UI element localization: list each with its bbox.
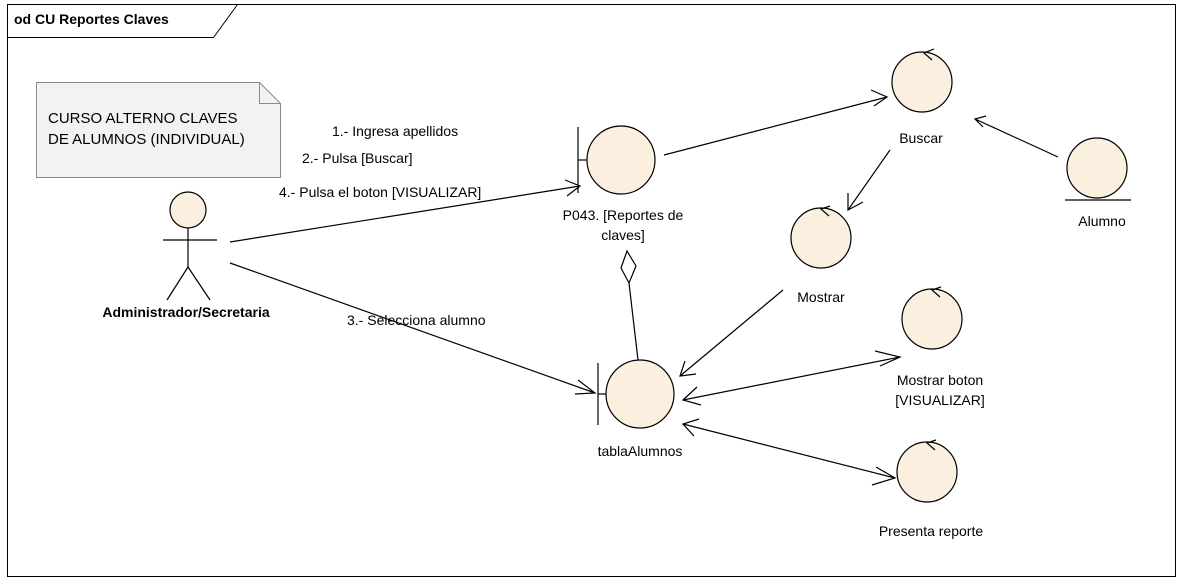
control-mostrar-boton[interactable]: Mostrar boton [VISUALIZAR] (895, 286, 985, 408)
link-aggregation (628, 282, 639, 361)
control-mostrar-boton-label-2: [VISUALIZAR] (895, 392, 984, 408)
control-mostrar-boton-circle (901, 288, 963, 350)
message-1: 1.- Ingresa apellidos (332, 123, 458, 139)
actor-head (169, 191, 207, 229)
boundary-p043-label-2: claves] (601, 227, 645, 243)
boundary-p043-circle (586, 125, 656, 195)
control-presenta-label: Presenta reporte (879, 523, 983, 539)
arrowhead-tabla (574, 379, 597, 395)
entity-alumno-label: Alumno (1078, 213, 1126, 229)
boundary-p043[interactable]: P043. [Reportes de claves] (563, 125, 684, 243)
note-line-1: CURSO ALTERNO CLAVES (48, 110, 238, 127)
link-buscar-mostrar (847, 149, 891, 211)
frame-title: od CU Reportes Claves (14, 11, 169, 27)
actor-administrador[interactable]: Administrador/Secretaria (102, 191, 270, 320)
message-2: 2.- Pulsa [Buscar] (302, 150, 413, 166)
entity-alumno[interactable]: Alumno (1065, 137, 1131, 229)
boundary-tabla-label: tablaAlumnos (598, 443, 683, 459)
control-presenta-circle (896, 441, 958, 503)
link-actor-p043 (229, 185, 581, 243)
control-mostrar-label: Mostrar (797, 289, 845, 305)
entity-alumno-circle (1066, 137, 1128, 199)
control-buscar-circle (891, 51, 953, 113)
control-buscar[interactable]: Buscar (891, 48, 953, 146)
diagram-frame: od CU Reportes Claves (7, 4, 1176, 577)
arrowhead-mostrar (847, 193, 864, 211)
control-presenta-reporte[interactable]: Presenta reporte (879, 439, 983, 539)
actor-label: Administrador/Secretaria (102, 304, 269, 320)
control-mostrar-circle (790, 207, 852, 269)
connections (229, 89, 1059, 486)
control-buscar-label: Buscar (899, 130, 943, 146)
link-tabla-presenta (682, 423, 896, 479)
arrowhead-p043 (564, 179, 582, 197)
message-labels: 1.- Ingresa apellidos 2.- Pulsa [Buscar]… (279, 123, 486, 328)
message-3: 3.- Selecciona alumno (347, 312, 486, 328)
arrowhead-mostrar-tabla (679, 360, 697, 377)
link-mostrar-tabla (679, 289, 784, 377)
link-tabla-mostrarboton (682, 356, 901, 401)
control-mostrar-boton-label-1: Mostrar boton (897, 372, 983, 388)
arrowhead-buscar (870, 89, 889, 107)
link-actor-tabla (229, 262, 596, 394)
control-mostrar[interactable]: Mostrar (790, 205, 852, 305)
link-p043-buscar (663, 96, 888, 156)
boundary-tabla-alumnos[interactable]: tablaAlumnos (597, 359, 683, 459)
note-line-2: DE ALUMNOS (INDIVIDUAL) (48, 131, 245, 148)
message-4: 4.- Pulsa el boton [VISUALIZAR] (279, 184, 481, 200)
aggregation-diamond (620, 249, 637, 285)
boundary-p043-label-1: P043. [Reportes de (563, 207, 684, 223)
link-alumno-buscar (974, 118, 1059, 158)
note[interactable]: CURSO ALTERNO CLAVES DE ALUMNOS (INDIVID… (36, 82, 281, 178)
arrowhead-alumno (973, 115, 987, 128)
boundary-tabla-circle (605, 359, 675, 429)
